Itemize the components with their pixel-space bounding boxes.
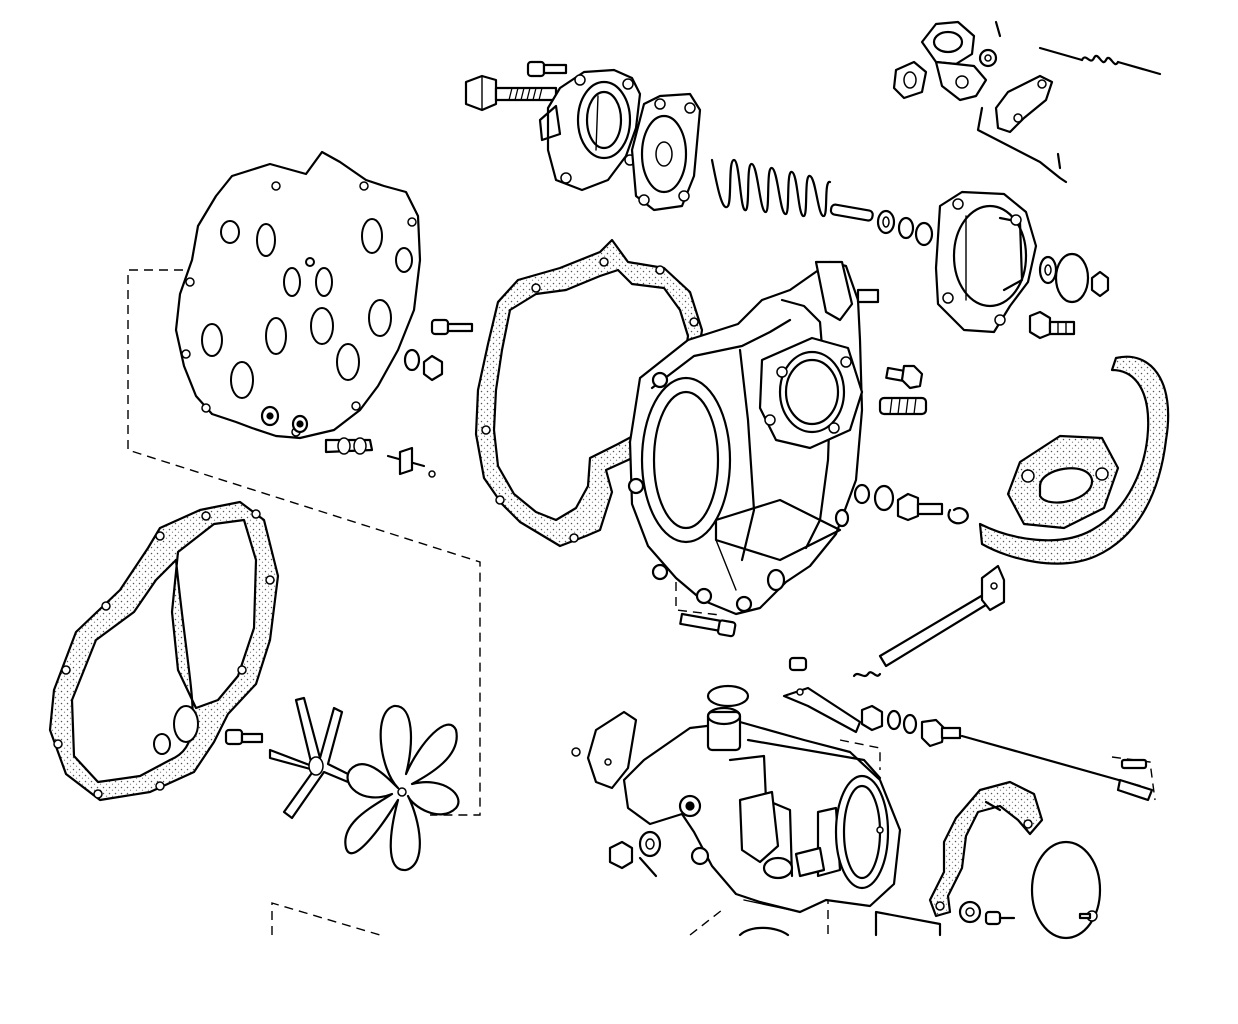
linkage-lever [782, 656, 862, 734]
link-assembly [892, 20, 1068, 184]
small-disc [571, 710, 638, 790]
body-screw-bottom [679, 612, 737, 638]
dashed-guide-lines [127, 269, 1156, 936]
pipe-union [1028, 310, 1076, 340]
screw-left [224, 728, 264, 746]
small-tube-pin [324, 437, 374, 455]
throttle-spindle [852, 564, 1006, 678]
jet-disc [1030, 840, 1102, 940]
small-gear-and-screw [958, 900, 1016, 926]
flange-gasket [1006, 434, 1120, 530]
small-clip [386, 446, 436, 478]
float-bowl-clip [928, 780, 1044, 918]
coil-spring [710, 158, 832, 218]
gasket-left [48, 500, 280, 802]
carburettor-body-upper [627, 260, 880, 616]
diaphragm-upper [630, 92, 702, 212]
spacer-plate [174, 150, 422, 440]
flower-diaphragm [344, 704, 460, 872]
pump-cover-upper [538, 68, 642, 192]
float-chamber-lid [706, 684, 750, 708]
carburettor-body-lower [622, 706, 902, 914]
tiny-screw-right [1120, 758, 1148, 770]
plate-screw [403, 318, 474, 382]
body-bolts-right [873, 364, 969, 525]
return-spring [1038, 46, 1162, 76]
push-rod [829, 203, 934, 247]
bottom-cutoff-parts [738, 910, 942, 937]
washers-right [1038, 252, 1110, 304]
rubber-hose [978, 355, 1170, 565]
nut-washer-lower-left [608, 830, 662, 878]
pump-body-right [934, 190, 1038, 334]
small-bolt-top [526, 60, 568, 78]
spider-spring [268, 696, 354, 820]
jet-assembly [860, 704, 1154, 802]
long-bolt [464, 74, 558, 112]
